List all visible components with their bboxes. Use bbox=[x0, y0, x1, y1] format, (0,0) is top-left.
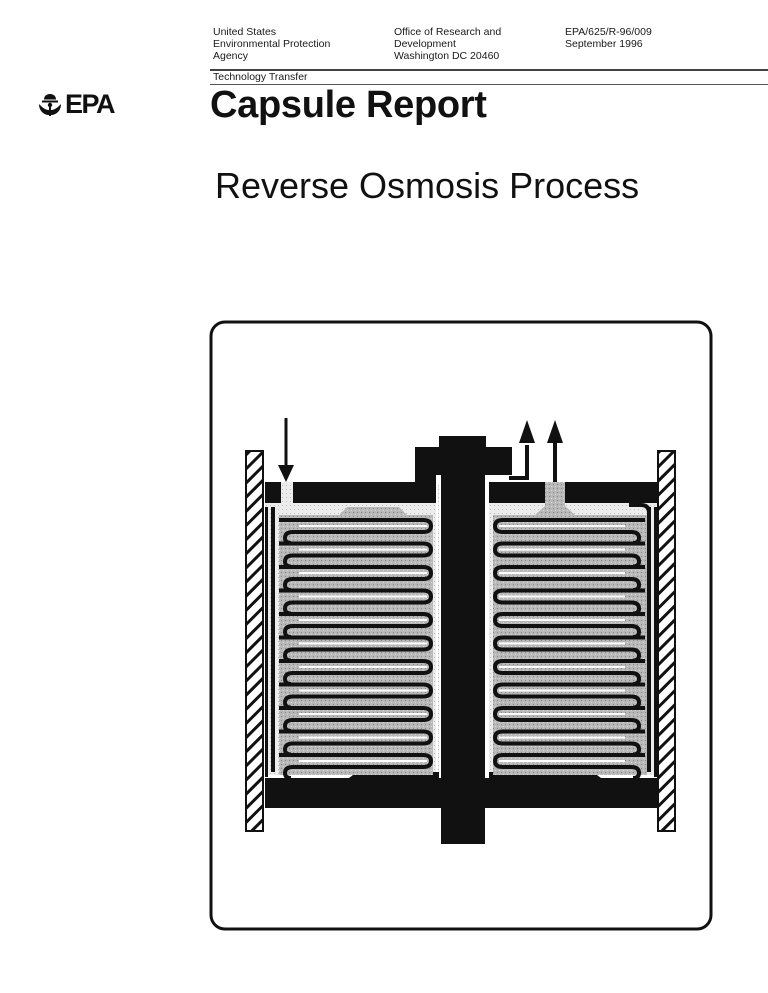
series-label: Technology Transfer bbox=[213, 71, 308, 83]
membrane-fold bbox=[279, 682, 434, 710]
bottom-plate bbox=[265, 778, 657, 808]
left-top-notch bbox=[265, 482, 280, 495]
membrane-fold bbox=[279, 729, 434, 757]
agency-line: Environmental Protection bbox=[213, 38, 331, 50]
epa-wordmark: EPA bbox=[65, 89, 116, 119]
membrane-fold bbox=[279, 612, 434, 639]
office-line: Washington DC 20460 bbox=[394, 50, 500, 62]
membrane-fold bbox=[279, 518, 434, 545]
membrane-fold bbox=[492, 659, 645, 686]
concentrate-outlet-pipe bbox=[509, 445, 529, 480]
membrane-fold bbox=[279, 635, 434, 663]
concentrate-out-arrow bbox=[519, 420, 535, 443]
membrane-fold bbox=[492, 588, 645, 616]
center-tube bbox=[441, 447, 485, 844]
center-cap-top bbox=[439, 436, 486, 448]
series-divider bbox=[210, 84, 768, 85]
agency-block: United States Environmental Protection A… bbox=[213, 26, 330, 62]
feed-in-arrow bbox=[278, 418, 294, 482]
membrane-fold bbox=[492, 541, 645, 569]
office-line: Development bbox=[394, 38, 456, 50]
agency-line: Agency bbox=[213, 50, 249, 62]
membrane-fold bbox=[492, 565, 645, 592]
office-block: Office of Research and Development Washi… bbox=[394, 26, 501, 62]
report-number-block: EPA/625/R-96/009 September 1996 bbox=[565, 26, 652, 50]
report-date: September 1996 bbox=[565, 38, 643, 50]
right-membrane-folds bbox=[492, 518, 645, 780]
membrane-fold bbox=[279, 588, 434, 616]
left-membrane-folds bbox=[279, 518, 434, 780]
permeate-outlet bbox=[545, 482, 565, 506]
membrane-fold bbox=[492, 635, 645, 663]
right-vessel-wall bbox=[657, 450, 676, 832]
page-title: Capsule Report bbox=[210, 84, 487, 126]
epa-logo: EPA bbox=[37, 89, 116, 120]
office-line: Office of Research and bbox=[394, 26, 502, 38]
left-envelope-top bbox=[279, 507, 433, 775]
membrane-fold bbox=[492, 612, 645, 639]
left-vessel-wall bbox=[245, 450, 264, 832]
agency-line: United States bbox=[213, 26, 277, 38]
header-divider bbox=[210, 69, 768, 71]
membrane-fold bbox=[279, 753, 434, 780]
left-top-plate bbox=[265, 482, 437, 503]
feed-inlet-gap bbox=[281, 482, 293, 504]
center-cap-left bbox=[415, 447, 437, 502]
page-subtitle: Reverse Osmosis Process bbox=[215, 165, 640, 206]
reverse-osmosis-diagram bbox=[209, 320, 713, 931]
right-top-plate bbox=[489, 482, 657, 503]
right-envelope-top bbox=[493, 506, 647, 775]
membrane-fold bbox=[279, 541, 434, 569]
report-number: EPA/625/R-96/009 bbox=[565, 26, 652, 38]
membrane-fold bbox=[279, 565, 434, 592]
figure-frame bbox=[209, 320, 713, 931]
membrane-fold bbox=[492, 706, 645, 733]
epa-flower-icon bbox=[39, 93, 61, 116]
membrane-fold bbox=[492, 518, 645, 545]
permeate-out-arrow bbox=[547, 420, 563, 482]
membrane-fold bbox=[492, 753, 645, 780]
membrane-fold bbox=[279, 659, 434, 686]
right-outer-corner bbox=[629, 503, 651, 514]
membrane-fold bbox=[279, 706, 434, 733]
membrane-fold bbox=[492, 682, 645, 710]
right-wall-inner-edge bbox=[654, 507, 657, 777]
left-wall-inner-edge bbox=[265, 507, 268, 777]
membrane-fold bbox=[492, 729, 645, 757]
